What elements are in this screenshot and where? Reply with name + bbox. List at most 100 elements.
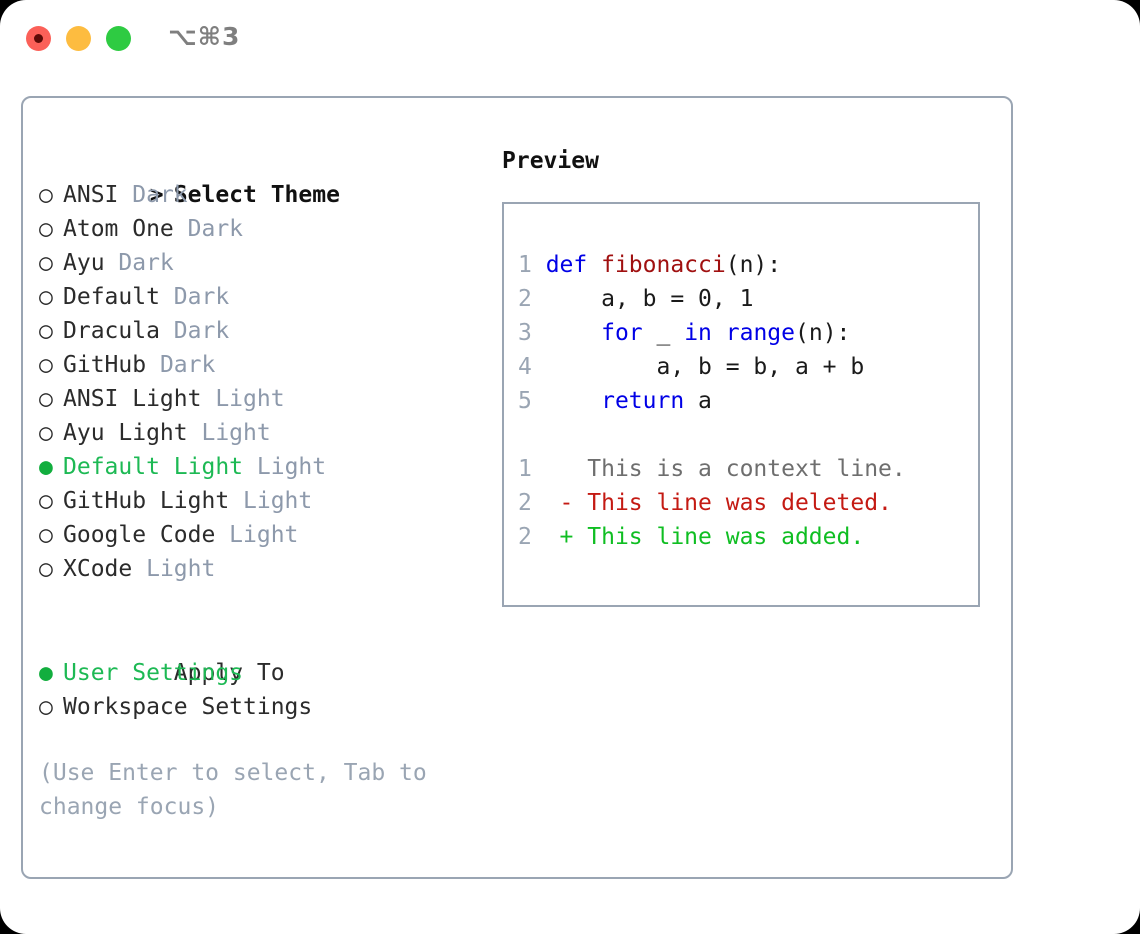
radio-unselected-icon[interactable]: ○	[39, 284, 67, 310]
code-line-number: 4	[518, 354, 546, 380]
theme-variant-tag: Light	[146, 556, 216, 582]
theme-list-item[interactable]: ○ Ayu Light Light	[39, 416, 509, 450]
apply-to-item[interactable]: ○ Workspace Settings	[39, 690, 509, 724]
radio-unselected-icon[interactable]: ○	[39, 216, 67, 242]
preview-column: Preview 1 def fibonacci(n):2 a, b = 0, 1…	[502, 144, 1002, 607]
code-token: in	[684, 320, 712, 346]
apply-to-label: Apply To	[173, 660, 285, 686]
code-token	[546, 388, 601, 414]
radio-unselected-icon[interactable]: ○	[39, 694, 67, 720]
theme-name-label: Ayu	[63, 250, 119, 276]
heading-label: Select Theme	[173, 182, 340, 208]
code-line-number: 2	[518, 286, 546, 312]
code-token: for	[601, 320, 643, 346]
apply-to-list[interactable]: ● User Settings○ Workspace Settings	[39, 656, 509, 724]
theme-variant-tag: Light	[215, 386, 285, 412]
theme-list-item[interactable]: ○ Google Code Light	[39, 518, 509, 552]
apply-to-item[interactable]: ● User Settings	[39, 656, 509, 690]
diff-line-text: This line was deleted.	[587, 490, 892, 516]
diff-line-number: 2	[518, 524, 560, 550]
theme-name-label: GitHub Light	[63, 488, 244, 514]
code-line: 4 a, b = b, a + b	[518, 350, 978, 384]
code-token: (n):	[795, 320, 851, 346]
theme-name-label: Ayu Light	[63, 420, 202, 446]
diff-line: 2 - This line was deleted.	[518, 486, 978, 520]
code-line-number: 1	[518, 252, 546, 278]
theme-name-label: GitHub	[63, 352, 160, 378]
theme-variant-tag: Dark	[173, 284, 230, 310]
theme-variant-tag: Light	[201, 420, 271, 446]
radio-unselected-icon[interactable]: ○	[39, 420, 67, 446]
theme-list-item[interactable]: ○ ANSI Light Light	[39, 382, 509, 416]
diff-line-number: 2	[518, 490, 560, 516]
radio-unselected-icon[interactable]: ○	[39, 182, 67, 208]
code-token	[712, 320, 726, 346]
theme-list-item[interactable]: ○ Dracula Dark	[39, 314, 509, 348]
diff-line-number: 1	[518, 456, 560, 482]
radio-selected-icon[interactable]: ●	[39, 660, 67, 686]
theme-variant-tag: Dark	[159, 352, 216, 378]
theme-variant-tag: Light	[256, 454, 327, 480]
radio-unselected-icon[interactable]: ○	[39, 318, 67, 344]
code-token: return	[601, 388, 685, 414]
code-diff-gap	[518, 418, 978, 452]
diff-marker: -	[559, 490, 588, 516]
code-token: def	[545, 252, 602, 278]
code-line-number: 5	[518, 388, 546, 414]
theme-variant-tag: Dark	[118, 250, 174, 276]
list-spacer	[39, 586, 509, 622]
theme-variant-tag: Dark	[173, 318, 230, 344]
code-token: a	[684, 388, 712, 414]
heading-caret-icon: >	[149, 182, 178, 208]
theme-variant-tag: Dark	[187, 216, 244, 242]
radio-unselected-icon[interactable]: ○	[39, 386, 67, 412]
code-token	[546, 320, 601, 346]
theme-name-label: Default	[63, 284, 174, 310]
titlebar-shortcut-label: ⌥⌘3	[168, 22, 241, 51]
theme-name-label: Google Code	[63, 522, 230, 548]
code-line: 1 def fibonacci(n):	[518, 248, 978, 282]
theme-list-item[interactable]: ○ Ayu Dark	[39, 246, 509, 280]
theme-list-item[interactable]: ○ GitHub Dark	[39, 348, 509, 382]
tui-panel: > Select Theme ○ ANSI Dark○ Atom One Dar…	[21, 96, 1013, 879]
maximize-button[interactable]	[106, 26, 131, 51]
diff-marker: +	[559, 524, 588, 550]
theme-name-label: ANSI	[63, 182, 133, 208]
code-line-number: 3	[518, 320, 546, 346]
theme-list-item[interactable]: ○ XCode Light	[39, 552, 509, 586]
radio-unselected-icon[interactable]: ○	[39, 556, 67, 582]
theme-list[interactable]: ○ ANSI Dark○ Atom One Dark○ Ayu Dark○ De…	[39, 178, 509, 586]
keyboard-hint-text: (Use Enter to select, Tab to change focu…	[39, 760, 441, 820]
code-token: fibonacci	[601, 252, 726, 278]
code-token: _	[642, 320, 685, 346]
theme-list-item[interactable]: ○ Default Dark	[39, 280, 509, 314]
diff-marker	[560, 456, 588, 482]
radio-unselected-icon[interactable]: ○	[39, 352, 67, 378]
diff-line-text: This line was added.	[587, 524, 865, 550]
code-token: range	[725, 320, 795, 346]
theme-name-label: XCode	[63, 556, 147, 582]
theme-list-item[interactable]: ○ GitHub Light Light	[39, 484, 509, 518]
apply-to-item-label: Workspace Settings	[63, 694, 313, 720]
theme-name-label: Atom One	[63, 216, 188, 242]
code-token: (n):	[725, 252, 782, 278]
diff-sample: 1 This is a context line.2 - This line w…	[518, 452, 978, 554]
close-button[interactable]	[26, 26, 51, 51]
theme-selector-heading: > Select Theme	[39, 144, 509, 208]
radio-unselected-icon[interactable]: ○	[39, 488, 67, 514]
radio-unselected-icon[interactable]: ○	[39, 522, 67, 548]
theme-list-item[interactable]: ● Default Light Light	[39, 450, 509, 484]
radio-unselected-icon[interactable]: ○	[39, 250, 67, 276]
minimize-button[interactable]	[66, 26, 91, 51]
diff-line-text: This is a context line.	[587, 456, 906, 482]
code-line: 3 for _ in range(n):	[518, 316, 978, 350]
diff-line: 1 This is a context line.	[518, 452, 978, 486]
theme-variant-tag: Light	[229, 522, 299, 548]
theme-list-item[interactable]: ○ Atom One Dark	[39, 212, 509, 246]
theme-variant-tag: Dark	[132, 182, 188, 208]
theme-list-item[interactable]: ○ ANSI Dark	[39, 178, 509, 212]
code-token: a, b = b, a + b	[545, 354, 865, 380]
radio-selected-icon[interactable]: ●	[39, 454, 67, 480]
